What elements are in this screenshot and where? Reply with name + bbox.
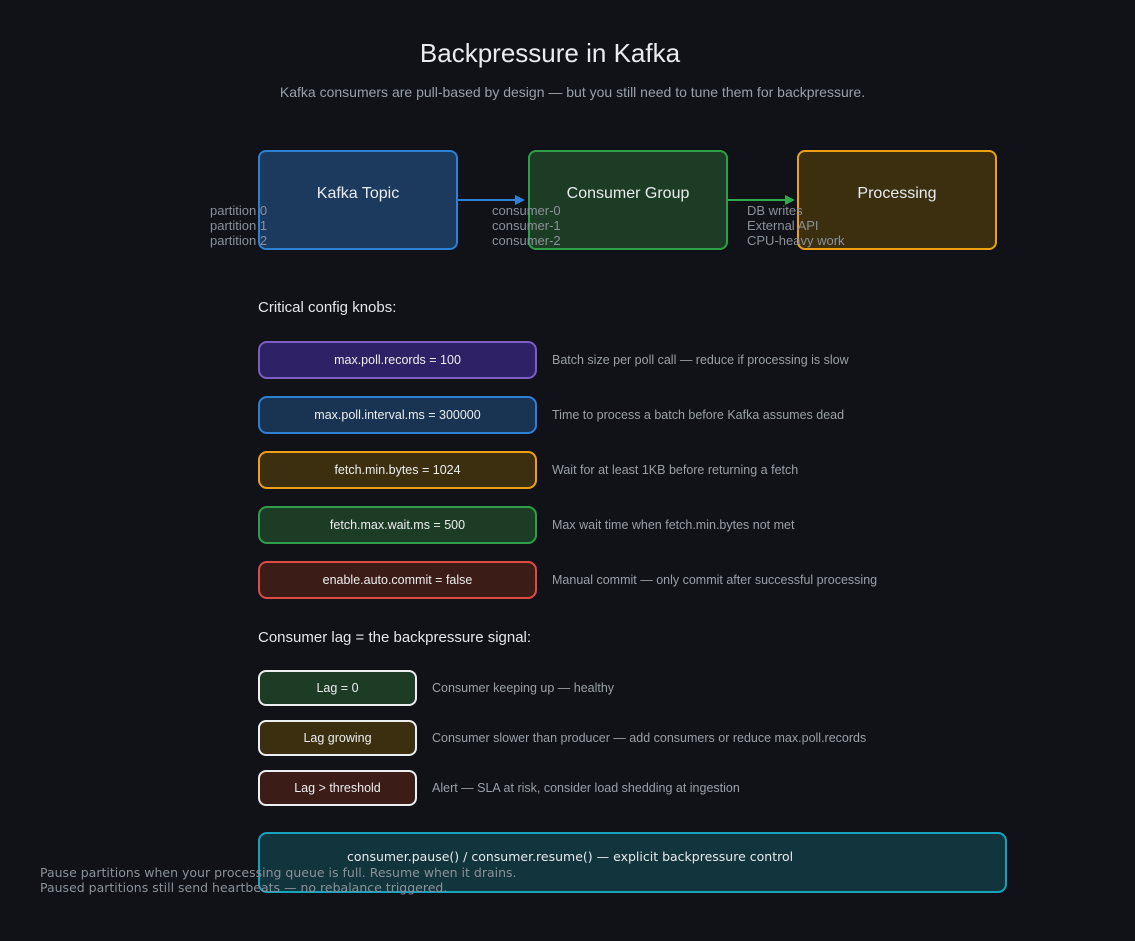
lag-box-zero: Lag = 0 — [258, 670, 417, 706]
lag-desc: Consumer keeping up — healthy — [432, 681, 615, 695]
pause-resume-callout-box — [258, 832, 1007, 893]
partition-item: partition 1 — [210, 218, 268, 233]
partition-item: partition 0 — [210, 203, 268, 218]
partition-list: partition 0 partition 1 partition 2 — [210, 203, 267, 248]
config-box-fetch-min-bytes: fetch.min.bytes = 1024 — [258, 451, 537, 489]
pause-resume-note-1: Pause partitions when your processing qu… — [40, 865, 517, 880]
lag-section-heading: Consumer lag = the backpressure signal: — [258, 629, 532, 646]
processing-work-list: DB writes External API CPU-heavy work — [747, 203, 845, 248]
processing-work-item: CPU-heavy work — [747, 233, 845, 248]
node-processing-label: Processing — [857, 185, 937, 202]
config-desc: Wait for at least 1KB before returning a… — [552, 463, 799, 477]
lag-desc: Alert — SLA at risk, consider load shedd… — [432, 781, 740, 795]
lag-box-threshold: Lag > threshold — [258, 770, 417, 806]
node-processing: Processing — [797, 150, 997, 250]
consumer-item: consumer-0 — [492, 203, 561, 218]
pause-resume-title: consumer.pause() / consumer.resume() — e… — [347, 849, 794, 864]
config-desc: Time to process a batch before Kafka ass… — [552, 408, 845, 422]
page-title: Backpressure in Kafka — [419, 38, 681, 68]
lag-desc: Consumer slower than producer — add cons… — [432, 731, 867, 745]
config-box-enable-auto-commit: enable.auto.commit = false — [258, 561, 537, 599]
config-desc: Max wait time when fetch.min.bytes not m… — [552, 518, 795, 532]
config-desc: Manual commit — only commit after succes… — [552, 573, 878, 587]
config-box-max-poll-records: max.poll.records = 100 — [258, 341, 537, 379]
config-section-heading: Critical config knobs: — [258, 299, 397, 316]
consumer-item: consumer-2 — [492, 233, 561, 248]
node-consumer-group: Consumer Group — [528, 150, 728, 250]
arrowhead-icon — [515, 195, 525, 205]
node-consumer-group-label: Consumer Group — [566, 185, 690, 202]
config-box-max-poll-interval: max.poll.interval.ms = 300000 — [258, 396, 537, 434]
partition-item: partition 2 — [210, 233, 268, 248]
page-subtitle: Kafka consumers are pull-based by design… — [279, 84, 866, 100]
config-box-fetch-max-wait: fetch.max.wait.ms = 500 — [258, 506, 537, 544]
lag-box-growing: Lag growing — [258, 720, 417, 756]
arrow-topic-to-group-icon — [458, 195, 525, 205]
processing-work-item: External API — [747, 218, 819, 233]
arrowhead-icon — [785, 195, 795, 205]
node-kafka-topic-label: Kafka Topic — [316, 185, 400, 202]
pause-resume-note-2: Paused partitions still send heartbeats … — [40, 880, 448, 895]
consumer-item: consumer-1 — [492, 218, 561, 233]
arrow-group-to-processing-icon — [728, 195, 795, 205]
config-desc: Batch size per poll call — reduce if pro… — [552, 353, 849, 367]
node-kafka-topic: Kafka Topic — [258, 150, 458, 250]
processing-work-item: DB writes — [747, 203, 803, 218]
consumer-list: consumer-0 consumer-1 consumer-2 — [492, 203, 561, 248]
